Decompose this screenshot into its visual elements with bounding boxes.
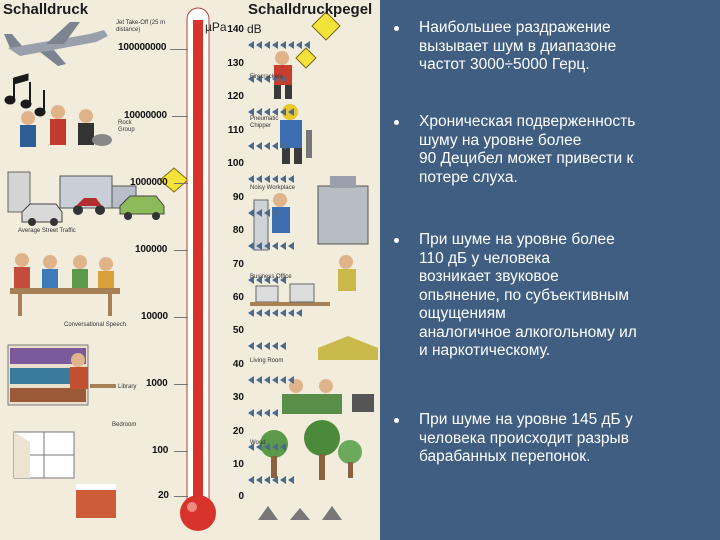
pressure-tick: [172, 116, 188, 117]
level-arrows: [248, 309, 318, 319]
level-label: 120: [227, 91, 244, 102]
pressure-label: 10000000: [124, 110, 167, 121]
level-arrows: [248, 41, 318, 51]
library-drawing: [7, 344, 116, 406]
fact-item: Наибольшее раздражение вызывает шум в ди…: [394, 19, 714, 75]
level-label: 90: [232, 192, 244, 203]
bullet-icon: [394, 238, 399, 243]
caption-library: Library: [118, 384, 137, 390]
level-label: 50: [232, 325, 244, 336]
pressure-label: 1000: [146, 378, 168, 389]
pressure-tick: [170, 49, 188, 50]
pressure-tick: [174, 496, 188, 497]
pressure-label: 20: [158, 490, 169, 501]
sound-pressure-scale-illustration: Schalldruck Schalldruckpegel µPa dB 1000…: [0, 0, 380, 540]
level-arrows: [248, 476, 318, 486]
pressure-label: 100000000: [118, 42, 167, 53]
level-label: 40: [232, 359, 244, 370]
level-unit: dB: [247, 22, 262, 36]
level-arrows: [248, 242, 318, 252]
living-room-drawing: [282, 336, 378, 414]
level-label: 0: [238, 491, 244, 502]
caption-bedroom: Bedroom: [112, 422, 137, 428]
level-arrows: [248, 209, 318, 219]
caption-rock-group: Rock Group: [118, 120, 135, 133]
level-arrows: [248, 409, 318, 419]
level-label: 130: [227, 58, 244, 69]
pressure-label: 1000000: [130, 177, 168, 188]
level-label: 140: [227, 24, 244, 35]
street-traffic-drawing: [7, 171, 165, 226]
wood-drawing: [258, 420, 362, 520]
level-arrows: [248, 75, 318, 85]
noise-sources-illustration: [4, 7, 378, 531]
level-arrows: [248, 276, 318, 286]
level-arrows: [248, 142, 318, 152]
warning-signs: [159, 11, 341, 193]
pressure-tick: [174, 250, 188, 251]
fact-text: При шуме на уровне более 110 дБ у челове…: [419, 231, 637, 359]
pressure-label: 100: [152, 445, 169, 456]
caption-wood: Wood: [250, 440, 266, 446]
caption-pneumatic-chipper: Pneumatic Chipper: [250, 116, 279, 129]
caption-conversational-speech: Conversational Speech: [64, 322, 127, 328]
fact-item: При шуме на уровне 145 дБ у человека про…: [394, 411, 714, 467]
bullet-icon: [394, 120, 399, 125]
bedroom-drawing: [13, 431, 116, 518]
pressure-label: 10000: [141, 311, 168, 322]
pressure-tick: [174, 183, 188, 184]
caption-jet-take-off: Jet Take-Off (25 m distance): [116, 20, 166, 33]
level-label: 80: [232, 225, 244, 236]
caption-living-room: Living Room: [250, 358, 284, 364]
level-label: 70: [232, 259, 244, 270]
pressure-tick: [174, 451, 188, 452]
level-arrows: [248, 175, 318, 185]
caption-business-office: Business Office: [250, 274, 292, 280]
jet-plane-drawing: [4, 22, 108, 66]
level-arrows: [248, 376, 318, 386]
thermometer: [180, 7, 216, 531]
level-label: 10: [232, 459, 244, 470]
fact-text: Хроническая подверженность шуму на уровн…: [419, 113, 636, 186]
bullet-icon: [394, 26, 399, 31]
fact-text: При шуме на уровне 145 дБ у человека про…: [419, 411, 633, 465]
caption-average-street-traffic: Average Street Traffic: [18, 228, 76, 234]
level-arrows: [248, 443, 318, 453]
bullet-icon: [394, 418, 399, 423]
level-label: 60: [232, 292, 244, 303]
fact-item: При шуме на уровне более 110 дБ у челове…: [394, 231, 714, 361]
fact-text: Наибольшее раздражение вызывает шум в ди…: [419, 19, 617, 73]
fact-item: Хроническая подверженность шуму на уровн…: [394, 113, 714, 187]
music-notes-drawing: [4, 73, 46, 117]
caption-noisy-workplace: Noisy Workplace: [250, 185, 295, 191]
level-label: 100: [227, 158, 244, 169]
rock-band-drawing: [20, 105, 112, 147]
facts-panel: [380, 0, 720, 540]
level-label: 30: [232, 392, 244, 403]
sound-pressure-header: Schalldruck: [3, 1, 89, 18]
level-label: 20: [232, 426, 244, 437]
level-label: 110: [227, 125, 244, 136]
pressure-tick: [174, 317, 188, 318]
conversation-drawing: [10, 253, 120, 316]
sound-level-header: Schalldruckpegel: [248, 1, 373, 18]
business-office-drawing: [250, 255, 356, 306]
caption-firecrackers: Firecrackers: [250, 74, 284, 80]
pressure-tick: [174, 384, 188, 385]
pressure-unit: µPa: [205, 20, 227, 34]
pressure-label: 100000: [135, 244, 168, 255]
level-arrows: [248, 342, 318, 352]
level-arrows: [248, 108, 318, 118]
